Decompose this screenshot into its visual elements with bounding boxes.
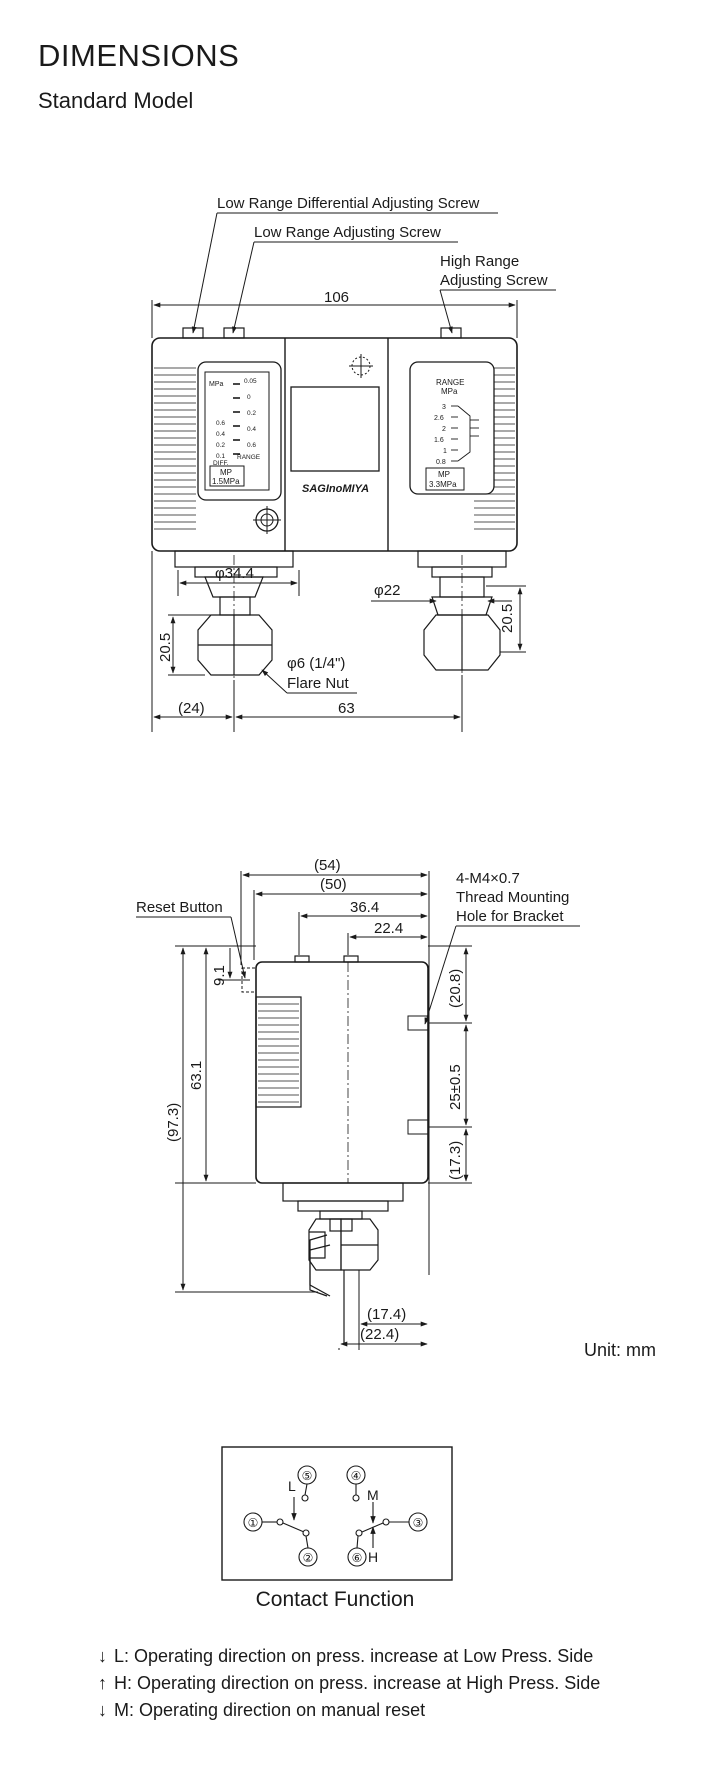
high-range-label: RANGE (436, 378, 464, 387)
low-diff-label: DIFF. (213, 460, 229, 467)
low-range-tick-1: 0 (247, 394, 251, 401)
dim-d17-4: (17.4) (367, 1306, 406, 1323)
flare-nut-label-1: φ6 (1/4") (287, 655, 345, 672)
side-body (255, 961, 429, 1184)
high-mp-label: MP (438, 470, 450, 479)
high-tick-5: 0.8 (436, 459, 446, 466)
dim-d22-4-bottom: (22.4) (360, 1326, 399, 1343)
side-fitting (282, 1182, 404, 1345)
dim-d54: (54) (314, 857, 341, 874)
front-body (151, 337, 518, 552)
legend-row-l: ↓ L: Operating direction on press. increa… (98, 1643, 600, 1670)
dim-left-offset: (24) (178, 700, 205, 717)
label-H: H (368, 1549, 378, 1565)
legend: ↓ L: Operating direction on press. increa… (98, 1643, 600, 1724)
low-diff-tick-0: 0.6 (216, 420, 225, 427)
contact-function-title: Contact Function (255, 1588, 415, 1611)
dim-width-106: 106 (324, 289, 349, 306)
thread-label-2: Thread Mounting (456, 889, 569, 906)
flare-nut-label-2: Flare Nut (287, 675, 350, 692)
terminal-1: ① (248, 1516, 259, 1530)
low-diff-tick-3: 0.1 (216, 453, 225, 460)
high-adj-screw-label-1: High Range (440, 253, 519, 270)
arrow-down-icon: ↓ (98, 1646, 107, 1666)
high-tick-3: 1.6 (434, 437, 444, 444)
legend-row-m: ↓ M: Operating direction on manual reset (98, 1697, 600, 1724)
terminal-4: ④ (351, 1469, 362, 1483)
high-mp-value: 3.3MPa (429, 480, 457, 489)
low-scale-unit: MPa (209, 381, 224, 388)
low-adj-screw-label: Low Range Adjusting Screw (254, 224, 441, 241)
adjust-target-icon (349, 354, 373, 378)
low-diff-tick-2: 0.2 (216, 442, 225, 449)
low-range-label: RANGE (237, 454, 261, 461)
reset-knob-icon (253, 506, 281, 534)
terminal-6: ⑥ (352, 1551, 363, 1565)
dim-d36-4: 36.4 (350, 899, 379, 916)
thread-label-3: Hole for Bracket (456, 908, 564, 925)
dim-d25: 25±0.5 (447, 1064, 464, 1110)
dim-d63-1: 63.1 (188, 1061, 205, 1090)
dim-d97-3: (97.3) (165, 1103, 182, 1142)
page-title: DIMENSIONS (38, 38, 240, 73)
high-adj-screw-label-2: Adjusting Screw (440, 272, 548, 289)
arrow-up-icon: ↑ (98, 1673, 107, 1693)
dim-d9-1: 9.1 (211, 965, 228, 986)
dim-right-fitting-height: 20.5 (499, 604, 516, 633)
terminal-2: ② (303, 1551, 314, 1565)
high-tick-2: 2 (442, 426, 446, 433)
low-mp-label: MP (220, 468, 232, 477)
low-mp-value: 1.5MPa (212, 477, 240, 486)
contact-diagram: ① ② ③ ④ ⑤ ⑥ L M H (221, 1446, 453, 1581)
low-range-tick-0: 0.05 (244, 378, 257, 385)
dim-left-fitting-height: 20.5 (157, 633, 174, 662)
high-tick-1: 2.6 (434, 415, 444, 422)
low-range-tick-2: 0.2 (247, 410, 256, 417)
arrow-down-icon: ↓ (98, 1700, 107, 1720)
label-M: M (367, 1487, 379, 1503)
reset-button-label: Reset Button (136, 899, 223, 916)
label-L: L (288, 1478, 296, 1494)
low-range-tick-4: 0.6 (247, 442, 256, 449)
dim-port-spacing: 63 (338, 700, 355, 717)
terminal-5: ⑤ (302, 1469, 313, 1483)
legend-text: M: Operating direction on manual reset (114, 1700, 426, 1720)
terminal-3: ③ (413, 1516, 424, 1530)
low-diff-tick-1: 0.4 (216, 431, 225, 438)
dim-low-port-dia: φ34.4 (215, 565, 254, 582)
unit-label: Unit: mm (584, 1340, 656, 1360)
dim-high-port-dia: φ22 (374, 582, 400, 599)
dim-d22-4-top: 22.4 (374, 920, 403, 937)
thread-label-1: 4-M4×0.7 (456, 870, 520, 887)
high-unit-label: MPa (441, 387, 458, 396)
legend-text: L: Operating direction on press. increas… (114, 1646, 594, 1666)
page-subtitle: Standard Model (38, 88, 194, 113)
high-tick-0: 3 (442, 404, 446, 411)
brand-logo: SAGInoMIYA (302, 483, 369, 495)
low-diff-screw-label: Low Range Differential Adjusting Screw (217, 195, 480, 212)
low-range-tick-3: 0.4 (247, 426, 256, 433)
dim-d50: (50) (320, 876, 347, 893)
high-tick-4: 1 (443, 448, 447, 455)
legend-row-h: ↑ H: Operating direction on press. increa… (98, 1670, 600, 1697)
front-view: Low Range Differential Adjusting Screw L… (151, 195, 556, 735)
legend-text: H: Operating direction on press. increas… (114, 1673, 601, 1693)
side-view: (54) (50) 36.4 22.4 Reset Button 4-M4×0.… (136, 857, 580, 1350)
dim-d20-8: (20.8) (447, 969, 464, 1008)
dim-d17-3-right: (17.3) (447, 1141, 464, 1180)
